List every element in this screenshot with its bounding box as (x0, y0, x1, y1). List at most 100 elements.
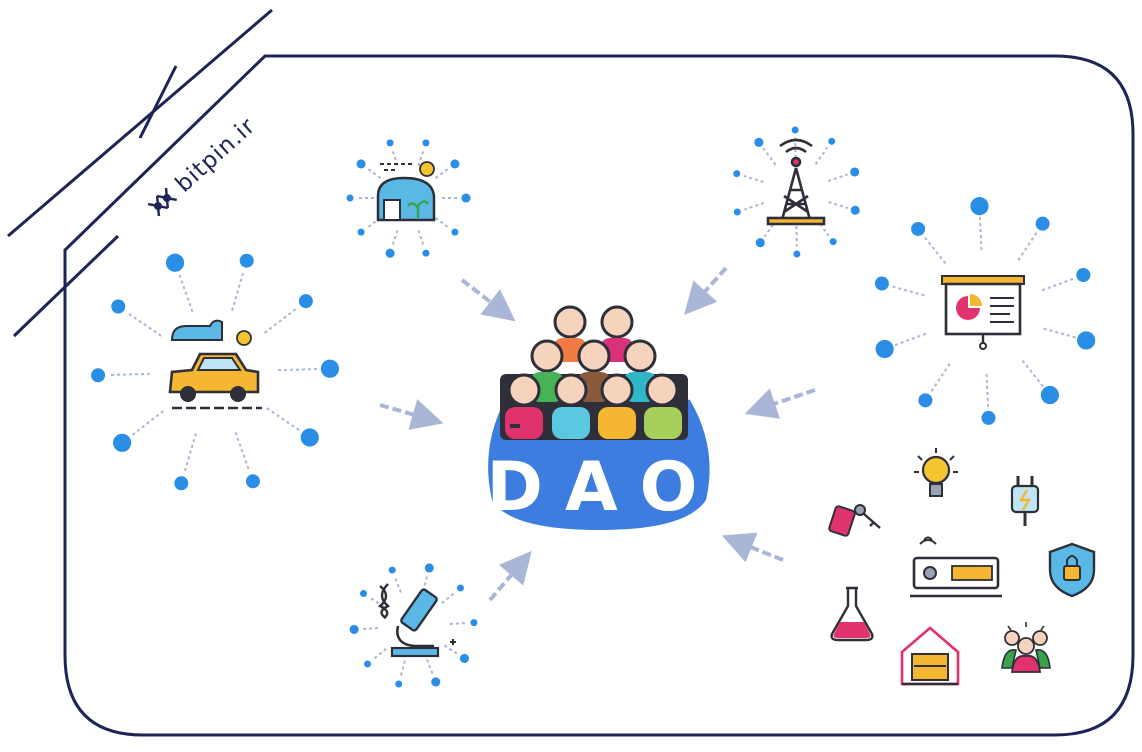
ray-dot (456, 584, 464, 592)
ray-dot (422, 249, 430, 257)
ray-dot (245, 474, 260, 489)
ray-dot (174, 476, 189, 491)
ray-dot (239, 253, 254, 268)
ray-dot (165, 253, 185, 272)
ray-dot (386, 139, 394, 147)
ray-line (130, 410, 164, 437)
ray-dot (755, 238, 765, 248)
lightbulb-icon (914, 448, 958, 497)
ray-dot (357, 228, 365, 236)
ray-line (126, 311, 162, 337)
ray-line (277, 368, 319, 372)
ray-dot (918, 393, 933, 408)
ray-line (1017, 232, 1038, 261)
ray-line (930, 363, 951, 392)
ray-line (372, 648, 387, 660)
ray-dot (828, 137, 836, 145)
ray-dot (298, 294, 313, 309)
ray-line (443, 644, 459, 656)
node-assets (828, 448, 1096, 686)
ray-dot (113, 433, 132, 452)
radiating-dots (91, 126, 1096, 688)
ray-line (828, 201, 849, 210)
ray-dot (111, 299, 126, 314)
ray-dot (850, 167, 860, 177)
garage-icon (900, 626, 960, 686)
ray-line (1041, 277, 1074, 292)
ray-line (744, 202, 765, 211)
ray-dot (300, 428, 319, 447)
ray-dot (349, 624, 359, 634)
arrow-presentation (744, 388, 816, 419)
ray-line (183, 433, 197, 474)
greenhouse-icon (376, 161, 436, 222)
plug-icon (1010, 476, 1040, 526)
ray-dot (356, 159, 366, 169)
ray-dot (733, 170, 741, 178)
ray-line (266, 407, 302, 433)
ray-line (894, 332, 927, 347)
brand: bitpin.ir (147, 113, 261, 217)
arrow-car (379, 399, 444, 430)
flask-icon (830, 586, 874, 642)
ray-line (1043, 327, 1076, 339)
ray-dot (431, 677, 441, 687)
ray-dot (850, 205, 860, 215)
ray-dot (461, 193, 471, 203)
ray-line (978, 217, 983, 251)
ray-line (366, 167, 382, 179)
ray-line (924, 236, 947, 265)
ray-line (814, 146, 829, 165)
arrow-assets (721, 532, 784, 563)
cell-tower-icon (766, 138, 826, 226)
ray-dot (388, 566, 396, 574)
ray-dot (346, 194, 354, 202)
ray-dot (733, 208, 741, 216)
ray-dot (1077, 331, 1096, 350)
ray-line (985, 373, 990, 407)
node-car (168, 319, 262, 410)
ray-dot (874, 276, 889, 291)
ray-dot (1035, 216, 1050, 231)
ray-dot (459, 653, 470, 664)
arrow-tower (683, 266, 728, 315)
router-icon (910, 536, 1002, 598)
ray-line (417, 230, 425, 247)
rounded-frame (63, 54, 1135, 737)
arrow-lab (488, 550, 532, 602)
ray-line (417, 149, 425, 166)
ray-line (361, 627, 379, 630)
community-group-icon (500, 305, 688, 440)
node-presentation (941, 275, 1025, 350)
ray-line (441, 592, 456, 604)
key-tag-icon (828, 504, 881, 537)
ray-line (177, 272, 194, 313)
ray-dot (385, 248, 395, 258)
bitpin-logo-icon (147, 187, 177, 217)
ray-dot (320, 359, 340, 378)
ray-dot (422, 139, 430, 147)
ray-line (231, 270, 245, 311)
ray-dot (395, 680, 403, 688)
node-lab (377, 583, 456, 658)
ray-line (264, 307, 298, 334)
arrows (379, 266, 816, 602)
decorative-lines (7, 8, 273, 338)
ray-dot (970, 196, 989, 216)
ray-line (449, 622, 467, 625)
people-group-icon (1001, 622, 1051, 673)
dao-center: DAO (487, 305, 710, 530)
presentation-board-icon (941, 275, 1025, 350)
ray-line (743, 174, 764, 183)
ray-line (391, 230, 399, 247)
ray-dot (470, 619, 478, 627)
node-tower (766, 138, 826, 226)
ray-line (234, 431, 251, 472)
ray-dot (911, 221, 926, 236)
ray-line (434, 217, 450, 229)
ray-line (394, 576, 402, 593)
ray-dot (360, 590, 368, 598)
microscope-dna-icon (377, 583, 456, 658)
shield-lock-icon (1048, 542, 1096, 598)
